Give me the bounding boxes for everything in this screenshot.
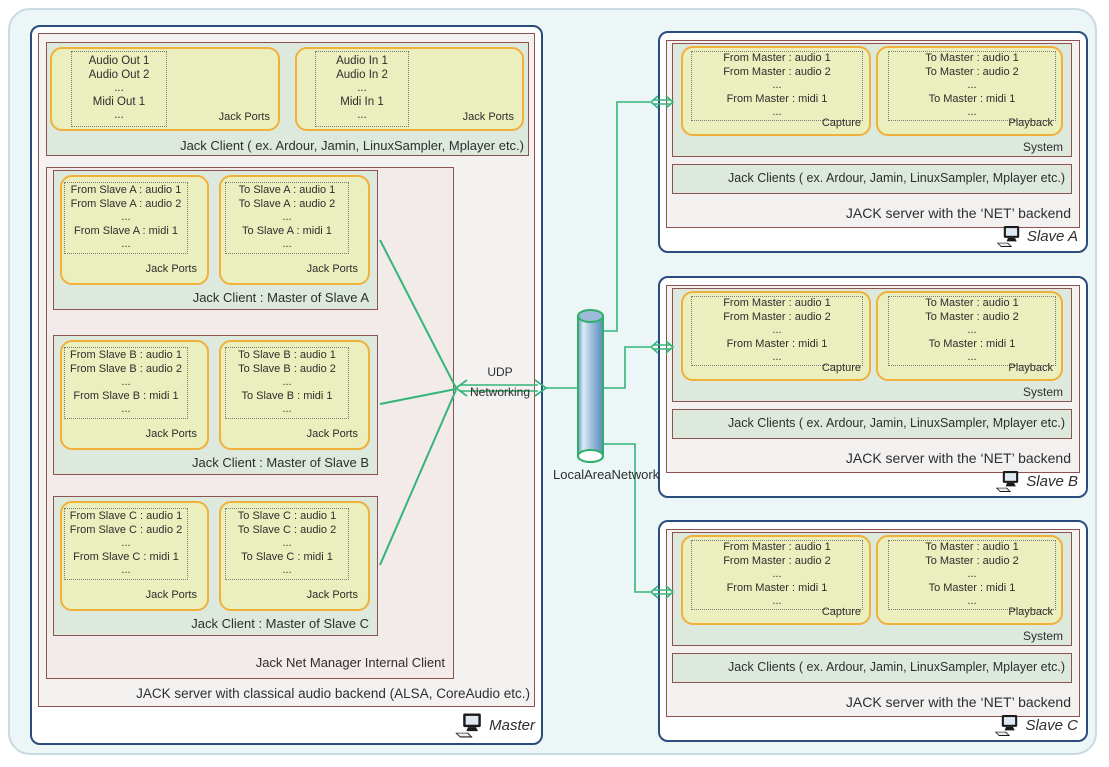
computer-icon xyxy=(993,469,1021,494)
playback-label: Playback xyxy=(1008,606,1053,618)
playback-label: Playback xyxy=(1008,117,1053,129)
slave-c-owner: Slave C xyxy=(992,713,1078,738)
playback-label: Playback xyxy=(1008,362,1053,374)
slave-b-jack-clients: Jack Clients ( ex. Ardour, Jamin, LinuxS… xyxy=(672,409,1072,439)
master-jack-client-caption: Jack Client ( ex. Ardour, Jamin, LinuxSa… xyxy=(180,138,524,153)
jack-ports-label: Jack Ports xyxy=(306,589,358,601)
slave-a-jack-clients: Jack Clients ( ex. Ardour, Jamin, LinuxS… xyxy=(672,164,1072,194)
jack-ports-label: Jack Ports xyxy=(218,111,270,123)
capture-label: Capture xyxy=(821,362,861,374)
system-caption: System xyxy=(1022,629,1063,643)
udp-label-line2: Networking xyxy=(469,385,531,399)
capture-label: Capture xyxy=(821,117,861,129)
slave-server-caption: JACK server with the ‘NET’ backend xyxy=(845,450,1071,466)
slave-c-jack-clients: Jack Clients ( ex. Ardour, Jamin, LinuxS… xyxy=(672,653,1072,683)
computer-icon xyxy=(992,713,1020,738)
master-owner-label: Master xyxy=(489,717,535,734)
jack-ports-label: Jack Ports xyxy=(145,263,197,275)
capture-label: Capture xyxy=(821,606,861,618)
master-server-caption: JACK server with classical audio backend… xyxy=(136,686,530,701)
system-caption: System xyxy=(1022,140,1063,154)
slave-server-caption: JACK server with the ‘NET’ backend xyxy=(845,205,1071,221)
jack-client-caption: Jack Client : Master of Slave A xyxy=(192,290,369,305)
udp-label-line1: UDP xyxy=(487,365,513,379)
jack-net-manager-caption: Jack Net Manager Internal Client xyxy=(255,655,445,670)
computer-icon xyxy=(994,224,1022,249)
jack-client-caption: Jack Client : Master of Slave B xyxy=(191,455,369,470)
slave-a-owner-label: Slave A xyxy=(1026,228,1078,245)
system-caption: System xyxy=(1022,385,1063,399)
slave-b-owner-label: Slave B xyxy=(1026,473,1078,490)
jack-ports-label: Jack Ports xyxy=(145,589,197,601)
jack-ports-label: Jack Ports xyxy=(306,428,358,440)
jack-ports-label: Jack Ports xyxy=(145,428,197,440)
udp-networking-label: UDP Networking xyxy=(450,365,550,399)
jack-clients-caption: Jack Clients ( ex. Ardour, Jamin, LinuxS… xyxy=(728,171,1065,185)
jack-clients-caption: Jack Clients ( ex. Ardour, Jamin, LinuxS… xyxy=(728,416,1065,430)
slave-server-caption: JACK server with the ‘NET’ backend xyxy=(845,694,1071,710)
computer-icon xyxy=(452,711,484,740)
jack-client-caption: Jack Client : Master of Slave C xyxy=(191,616,369,631)
slave-b-owner: Slave B xyxy=(993,469,1078,494)
master-owner: Master xyxy=(452,711,535,740)
lan-label: LocalAreaNetwork xyxy=(553,467,660,482)
jack-ports-label: Jack Ports xyxy=(462,111,514,123)
slave-a-owner: Slave A xyxy=(994,224,1078,249)
jack-ports-label: Jack Ports xyxy=(306,263,358,275)
slave-c-owner-label: Slave C xyxy=(1025,717,1078,734)
jack-clients-caption: Jack Clients ( ex. Ardour, Jamin, LinuxS… xyxy=(728,660,1065,674)
